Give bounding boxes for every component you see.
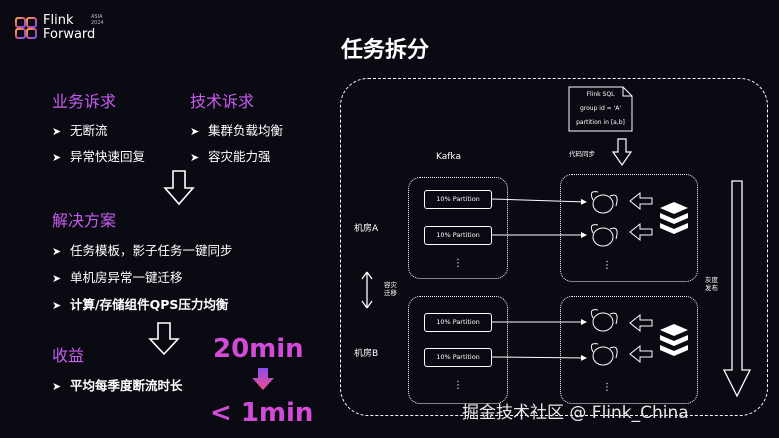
hollow-down-arrow-icon bbox=[612, 138, 632, 166]
tech-item: ➤集群负载均衡 bbox=[190, 123, 284, 138]
flink-squirrel-icon bbox=[590, 224, 618, 247]
watermark: 掘金技术社区 @ Flink_China bbox=[462, 403, 689, 423]
kafka-label: Kafka bbox=[436, 152, 461, 162]
kafka-partition: 10% Partition bbox=[424, 226, 492, 245]
ellipsis: ⋮ bbox=[602, 382, 612, 393]
kafka-partition: 10% Partition bbox=[424, 190, 492, 209]
kafka-partition: 10% Partition bbox=[424, 348, 492, 367]
ellipsis: ⋮ bbox=[453, 380, 463, 391]
bullet-arrow-icon: ➤ bbox=[52, 245, 62, 258]
business-heading: 业务诉求 bbox=[52, 92, 117, 111]
solution-item: ➤任务模板，影子任务一键同步 bbox=[52, 243, 233, 258]
gray-release-label: 灰度 发布 bbox=[705, 276, 718, 292]
logo-year-line1: ASIA bbox=[91, 14, 103, 20]
bidirectional-arrow-icon bbox=[361, 271, 373, 309]
gradient-down-arrow-icon bbox=[252, 368, 274, 390]
benefit-heading: 收益 bbox=[52, 346, 85, 365]
partition-to-flink-arrows bbox=[491, 198, 587, 361]
ellipsis: ⋮ bbox=[453, 258, 463, 269]
bullet-arrow-icon: ➤ bbox=[52, 299, 62, 312]
kafka-group-a bbox=[408, 177, 508, 279]
architecture-diagram bbox=[340, 78, 768, 416]
ellipsis: ⋮ bbox=[602, 260, 612, 271]
flink-group-a bbox=[560, 174, 698, 282]
room-b-label: 机房B bbox=[354, 349, 379, 359]
solution-item: ➤单机房异常一键迁移 bbox=[52, 270, 183, 285]
logo-text: Flink Forward bbox=[43, 14, 95, 42]
metric-after: < 1min bbox=[210, 398, 314, 428]
room-a-label: 机房A bbox=[354, 224, 379, 234]
tech-heading: 技术诉求 bbox=[190, 92, 255, 111]
business-item: ➤无断流 bbox=[52, 123, 108, 138]
flink-group-b bbox=[560, 296, 698, 404]
logo-line1: Flink bbox=[43, 13, 74, 28]
logo-line2: Forward bbox=[43, 27, 96, 42]
long-down-arrow-icon bbox=[722, 180, 752, 398]
bullet-arrow-icon: ➤ bbox=[190, 125, 200, 138]
bullet-arrow-icon: ➤ bbox=[52, 380, 62, 393]
flink-logo-icon bbox=[15, 17, 37, 39]
bullet-arrow-icon: ➤ bbox=[52, 125, 62, 138]
redis-icon bbox=[660, 202, 688, 234]
kafka-partition: 10% Partition bbox=[424, 313, 492, 332]
slide-title: 任务拆分 bbox=[340, 38, 429, 63]
flink-squirrel-icon bbox=[590, 191, 618, 214]
redis-icon bbox=[660, 324, 688, 356]
solution-heading: 解决方案 bbox=[52, 211, 117, 230]
disaster-migration-label: 容灾 迁移 bbox=[384, 281, 397, 297]
bullet-arrow-icon: ➤ bbox=[52, 272, 62, 285]
sql-line: Flink SQL bbox=[586, 91, 615, 98]
flink-squirrel-icon bbox=[590, 309, 618, 332]
logo-year-line2: 2024 bbox=[91, 20, 104, 26]
flink-squirrel-icon bbox=[590, 343, 618, 366]
bullet-arrow-icon: ➤ bbox=[190, 151, 200, 164]
sql-line: partition in [a,b] bbox=[576, 119, 625, 126]
benefit-item: ➤平均每季度断流时长 bbox=[52, 378, 183, 393]
flink-sql-document: Flink SQL group id = 'A' partition in [a… bbox=[568, 86, 633, 132]
business-item: ➤异常快速回复 bbox=[52, 149, 146, 164]
flink-forward-logo: Flink Forward ASIA 2024 bbox=[14, 12, 124, 46]
hollow-down-arrow-icon bbox=[163, 170, 195, 206]
sql-line: group id = 'A' bbox=[579, 105, 622, 112]
tech-item: ➤容灾能力强 bbox=[190, 149, 271, 164]
bullet-arrow-icon: ➤ bbox=[52, 151, 62, 164]
metric-before: 20min bbox=[213, 334, 304, 364]
solution-item: ➤计算/存储组件QPS压力均衡 bbox=[52, 297, 229, 312]
kafka-group-b bbox=[408, 296, 508, 404]
code-sync-label: 代码同步 bbox=[569, 150, 595, 158]
hollow-down-arrow-icon bbox=[148, 322, 180, 356]
document-icon bbox=[568, 86, 633, 132]
hollow-left-arrow-icon bbox=[629, 191, 653, 364]
logo-year: ASIA 2024 bbox=[91, 14, 104, 26]
